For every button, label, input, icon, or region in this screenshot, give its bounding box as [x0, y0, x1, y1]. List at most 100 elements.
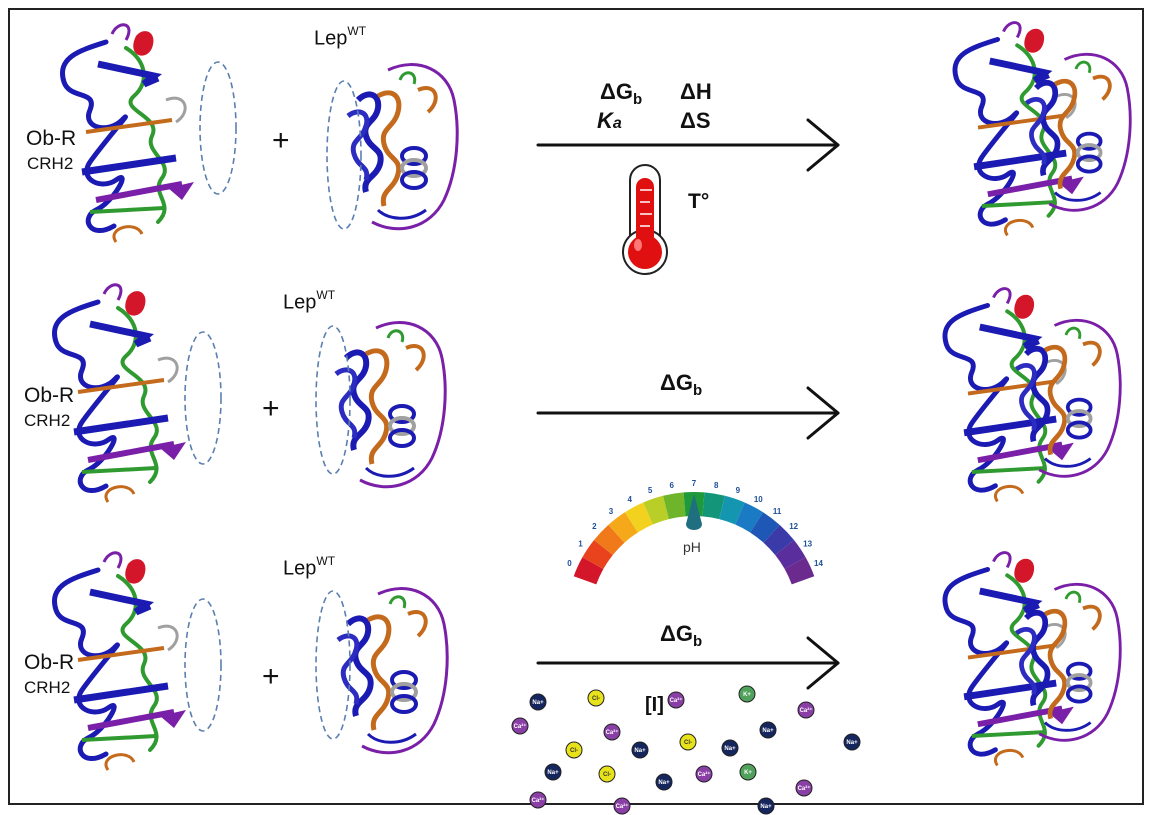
- ion-circle: [667, 691, 685, 709]
- ph-tick-label: 12: [789, 522, 798, 531]
- receptor-domain-row2: CRH2: [24, 411, 71, 430]
- complex-row3: [945, 553, 1120, 766]
- ph-segment: [582, 540, 613, 570]
- ph-segment: [663, 492, 686, 520]
- param-dg-row3: ΔGb: [660, 621, 702, 650]
- leptin-row2: [336, 323, 445, 487]
- ph-segment: [594, 524, 625, 556]
- receptor-domain-row1: CRH2: [27, 154, 74, 173]
- receptor-row2: [54, 285, 186, 502]
- leptin-interface-row3: [315, 590, 351, 740]
- ph-tick-label: 0: [567, 559, 572, 568]
- ion-label: Ca²⁺: [606, 729, 619, 736]
- plus-sign-row1: +: [272, 124, 290, 157]
- leptin-interface-row1: [326, 80, 362, 230]
- plus-sign-row2: +: [262, 392, 280, 425]
- ph-tick-label: 14: [814, 559, 823, 568]
- ph-tick-label: 6: [670, 481, 675, 490]
- ligand-name: Lep: [283, 291, 317, 314]
- ph-segment: [763, 524, 794, 556]
- ion-label: Ca²⁺: [532, 797, 545, 804]
- receptor-interface-row2: [184, 331, 222, 465]
- ph-tick-label: 11: [773, 507, 782, 516]
- ions-icon: Na+ Cl- Ca²⁺ K+ Ca²⁺ Ca²⁺ Na+ Cl- Na+ Na+ Ca²⁺ Cl- N…: [511, 685, 861, 815]
- ion-circle: [598, 765, 616, 783]
- ph-tick-label: 8: [714, 481, 719, 490]
- ion-label: Ca²⁺: [798, 785, 811, 792]
- ion-circle: [529, 791, 547, 809]
- receptor-interface-row1: [199, 61, 237, 195]
- ion-circle: [529, 693, 547, 711]
- ligand-label-row2: LepWT: [283, 288, 336, 315]
- ph-tick-label: 4: [627, 495, 632, 504]
- thermometer-icon: [622, 164, 668, 275]
- complex-row1: [955, 23, 1130, 236]
- ion-circle: [613, 797, 631, 815]
- ion-label: Na+: [532, 700, 544, 706]
- ligand-superscript: WT: [347, 24, 367, 38]
- ion-label: Ca²⁺: [514, 723, 527, 730]
- ph-segment: [608, 512, 638, 543]
- ligand-name: Lep: [283, 557, 317, 580]
- ion-circle: [739, 763, 757, 781]
- ion-label: Ca²⁺: [616, 803, 629, 810]
- ph-label: pH: [683, 539, 701, 555]
- ion-label: Na+: [658, 780, 670, 786]
- ph-segment: [735, 502, 764, 533]
- ph-tick-label: 1: [578, 539, 583, 548]
- ion-label: K+: [744, 770, 752, 776]
- ion-label: Na+: [634, 748, 646, 754]
- ph-tick-label: 7: [692, 479, 697, 488]
- receptor-interface-row3: [184, 598, 222, 732]
- ion-circle: [655, 773, 673, 791]
- ion-circle: [738, 685, 756, 703]
- receptor-name-row2: Ob-R: [24, 384, 75, 407]
- param-ka-row1: Ka: [597, 108, 622, 133]
- receptor-name-row1: Ob-R: [26, 127, 77, 150]
- ph-tick-label: 10: [754, 495, 763, 504]
- receptor-domain-row3: CRH2: [24, 678, 71, 697]
- leptin-row1: [348, 65, 457, 229]
- ion-label: Cl-: [570, 748, 578, 754]
- ion-circle: [759, 721, 777, 739]
- ion-circle: [695, 765, 713, 783]
- param-ds-row1: ΔS: [680, 108, 711, 133]
- receptor-row3: [54, 553, 186, 770]
- ion-label: Ca²⁺: [800, 707, 813, 714]
- ph-segment: [719, 495, 745, 525]
- leptin-interface-row2: [315, 325, 351, 475]
- ion-circle: [565, 741, 583, 759]
- ion-label: Cl-: [603, 772, 611, 778]
- ion-circle: [679, 733, 697, 751]
- ion-circle: [587, 689, 605, 707]
- ion-circle: [544, 763, 562, 781]
- ionic-strength-label: [I]: [645, 694, 664, 716]
- ph-segment: [573, 557, 604, 585]
- ph-tick-label: 5: [648, 486, 653, 495]
- ph-tick-label: 3: [609, 507, 614, 516]
- temperature-label: T°: [688, 190, 710, 213]
- ion-circle: [795, 779, 813, 797]
- ligand-superscript: WT: [316, 288, 336, 302]
- ligand-name: Lep: [314, 27, 348, 50]
- leptin-row3: [338, 589, 447, 753]
- ion-circle: [797, 701, 815, 719]
- ion-label: K+: [743, 692, 751, 698]
- ion-circle: [511, 717, 529, 735]
- ph-segment: [643, 495, 669, 525]
- receptor-name-row3: Ob-R: [24, 651, 75, 674]
- ph-tick-label: 2: [592, 522, 597, 531]
- ion-label: Cl-: [592, 696, 600, 702]
- ion-label: Na+: [762, 728, 774, 734]
- receptor-row1: [62, 25, 194, 242]
- param-dg-row1: ΔGb: [600, 79, 642, 108]
- ion-circle: [603, 723, 621, 741]
- ion-label: Na+: [724, 746, 736, 752]
- ion-label: Cl-: [684, 740, 692, 746]
- ion-label: Na+: [547, 770, 559, 776]
- ion-circle: [843, 733, 861, 751]
- ph-tick-label: 9: [736, 486, 741, 495]
- ion-circle: [721, 739, 739, 757]
- ph-segment: [784, 557, 815, 585]
